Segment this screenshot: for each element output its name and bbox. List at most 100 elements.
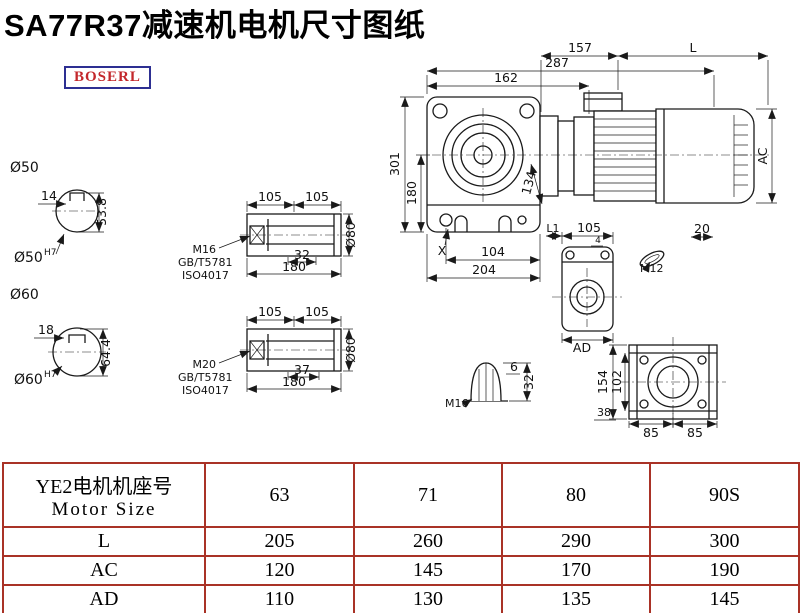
dim-154: 154 [595,370,610,394]
thread-label-m16: M16 [445,397,469,410]
table-cell: 190 [649,555,800,586]
thread-label-m16: M16 [193,243,217,256]
page-title: SA77R37减速机电机尺寸图纸 [4,8,426,43]
standard-iso: ISO4017 [182,269,229,282]
table-cell: 300 [649,526,800,557]
motor [539,92,755,204]
dim-6: 6 [510,359,518,374]
main-centerlines [432,108,770,203]
table-header-size-80: 80 [501,462,651,528]
main-dimension-lines [400,52,777,282]
base-view-dimension-lines [594,344,718,428]
dim-85-left: 85 [643,425,659,440]
table-cell: 145 [649,584,800,613]
dim-AC: AC [755,147,770,164]
table-row-AC: AC 120 145 170 190 [2,555,800,586]
table-cell: 110 [204,584,355,613]
table-cell: 170 [501,555,651,586]
gearbox-housing [426,96,541,233]
label-X: X [438,243,447,258]
dim-180: 180 [404,181,419,205]
bore-label-60: Ø60 [14,372,43,388]
bushing-m16-view: 105 105 M16 GB/T5781 ISO4017 32 180 Ø80 [178,189,358,282]
dim-287: 287 [545,55,569,70]
row-label-AC: AC [2,555,206,586]
row-label-AD: AD [2,584,206,613]
breather-plug-view: 6 32 M16 [445,359,536,410]
table-header-cn: YE2电机机座号 [35,475,173,498]
table-header-size-63: 63 [204,462,355,528]
base-view: 154 102 38 85 85 [594,337,726,440]
dim-102: 102 [609,370,624,394]
table-row-AD: AD 110 130 135 145 [2,584,800,613]
table-cell: 260 [353,526,503,557]
bore-label-50: Ø50 [14,250,43,266]
table-cell: 135 [501,584,651,613]
motor-body [593,110,657,202]
dim-38: 38 [597,406,611,419]
shaft60-label: Ø60 [10,287,39,303]
bushing-m20-dimension-lines [218,316,353,393]
row-label-L: L [2,526,206,557]
dim-180: 180 [282,374,306,389]
dim-301: 301 [387,152,402,176]
dim-18: 18 [38,322,54,337]
shaft-section-50-view: Ø50 14 53.8 Ø50 H7 [10,160,109,266]
terminal-box [583,92,623,112]
dim-4: 4 [595,236,601,246]
dim-L1: L1 [546,222,559,235]
motor-fins [594,118,656,192]
dim-AD: AD [573,340,591,355]
brand-logo-text: BOSERL [74,69,141,85]
table-header-motor-size: YE2电机机座号 Motor Size [2,462,206,528]
standard-iso: ISO4017 [182,384,229,397]
dim-53-8: 53.8 [94,198,109,226]
dim-64-4: 64.4 [98,339,113,367]
brand-logo: BOSERL [64,66,151,89]
main-assembly-view: 157 L 287 162 301 180 AC 134 X 104 204 [387,40,777,282]
thread-label-m12: M12 [640,262,664,275]
dim-105-right: 105 [305,189,329,204]
keyway-60 [68,334,86,343]
table-header-size-90s: 90S [649,462,800,528]
dim-32: 32 [521,374,536,390]
dim-104: 104 [481,244,505,259]
table-header-en: Motor Size [51,498,157,520]
dim-dia80: Ø80 [343,337,358,363]
motor-size-table: YE2电机机座号 Motor Size 63 71 80 90S L 205 2… [2,462,800,613]
dim-85-right: 85 [687,425,703,440]
keyway-50 [69,192,85,201]
dim-14: 14 [41,188,57,203]
thread-label-m20: M20 [193,358,217,371]
shaft50-label: Ø50 [10,160,39,176]
bore-tolerance-50: H7 [44,248,57,258]
standard-gb: GB/T5781 [178,256,233,269]
dim-dia80: Ø80 [343,222,358,248]
bore-tolerance-60: H7 [44,370,57,380]
dim-204: 204 [472,262,496,277]
dim-20: 20 [694,221,710,236]
dim-37: 37 [294,362,310,377]
bushing-m16-dimension-lines [218,201,353,278]
dim-157: 157 [568,40,592,55]
dim-105: 105 [577,220,601,235]
dim-180: 180 [282,259,306,274]
plug-m12-view: 20 M12 [639,221,713,275]
fan-cowl [655,108,755,204]
table-cell: 120 [204,555,355,586]
table-cell: 205 [204,526,355,557]
side-view-dimension-lines [546,232,614,344]
table-header-size-71: 71 [353,462,503,528]
bushing-m20-view: 105 105 M20 GB/T5781 ISO4017 37 180 Ø80 [178,304,358,397]
dim-134: 134 [518,169,539,196]
table-cell: 130 [353,584,503,613]
dim-162: 162 [494,70,518,85]
breather-dimension-lines [461,362,531,408]
table-row-L: L 205 260 290 300 [2,526,800,557]
engineering-drawing: 157 L 287 162 301 180 AC 134 X 104 204 Ø… [10,40,777,440]
dim-L: L [690,40,697,55]
dim-105-left: 105 [258,304,282,319]
side-view: L1 105 4 AD [546,220,622,355]
standard-gb: GB/T5781 [178,371,233,384]
